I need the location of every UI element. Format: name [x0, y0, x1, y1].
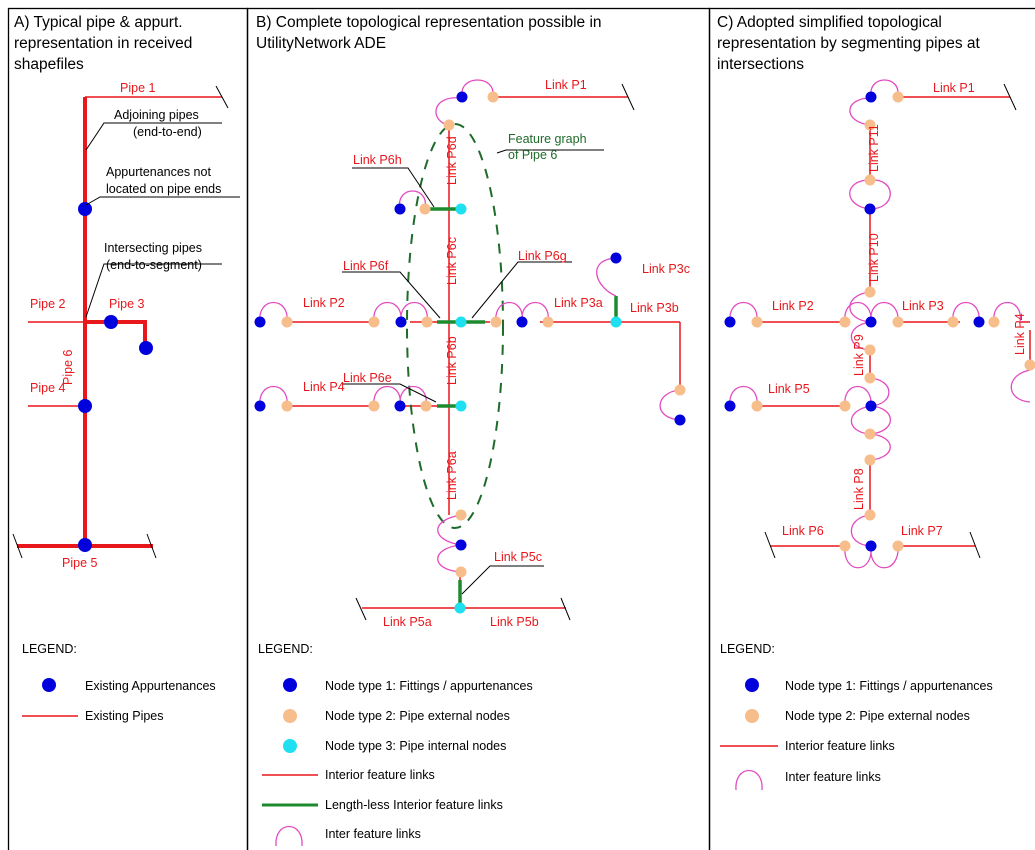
c-link-p10-label: Link P10 — [867, 233, 881, 282]
link-p6b-label: Link P6b — [445, 336, 459, 385]
panel-b-pipe-ticks — [355, 83, 635, 621]
legend-a-appurtenance-swatch — [42, 678, 56, 692]
link-p2-label: Link P2 — [303, 296, 345, 310]
link-p4-label: Link P4 — [303, 380, 345, 394]
legend-b-node-type2-swatch — [283, 709, 297, 723]
c-link-p2-label: Link P2 — [772, 299, 814, 313]
panel-a-pipe-ticks — [12, 85, 229, 559]
panel-a-callouts — [85, 122, 240, 318]
legend-b-node-type3-swatch — [283, 739, 297, 753]
link-p6c-label: Link P6c — [445, 237, 459, 285]
panel-a-pipes — [17, 96, 222, 548]
panel-a-appurtenances — [78, 202, 153, 552]
link-p3b-label: Link P3b — [630, 301, 679, 315]
legend-c-inter-swatch — [735, 769, 763, 791]
panel-b-inter-links — [259, 79, 681, 573]
panel-b: B) Complete topological representation p… — [254, 14, 690, 847]
panel-c-nodes — [724, 91, 1035, 552]
legend-b-inter: Inter feature links — [325, 827, 421, 841]
c-link-p4-label: Link P4 — [1013, 313, 1027, 355]
panel-b-title-line2: UtilityNetwork ADE — [256, 35, 386, 52]
link-p6e-label: Link P6e — [343, 371, 392, 385]
link-p6g-label: Link P6g — [518, 249, 567, 263]
link-p1-label: Link P1 — [545, 78, 587, 92]
appurt-label-1: Appurtenances not — [106, 165, 211, 179]
legend-b-lengthless: Length-less Interior feature links — [325, 798, 503, 812]
legend-c-node-type2: Node type 2: Pipe external nodes — [785, 709, 970, 723]
panel-a-title-line3: shapefiles — [14, 56, 84, 73]
panel-b-nodes — [254, 91, 686, 614]
panel-b-legend-heading: LEGEND: — [258, 642, 313, 656]
legend-b-node-type2: Node type 2: Pipe external nodes — [325, 709, 510, 723]
legend-c-interior: Interior feature links — [785, 739, 895, 753]
link-p5a-label: Link P5a — [383, 615, 432, 629]
pipe-1-label: Pipe 1 — [120, 81, 155, 95]
link-p5b-label: Link P5b — [490, 615, 539, 629]
panel-b-interior-links — [287, 96, 681, 609]
c-link-p9-label: Link P9 — [852, 334, 866, 376]
legend-b-node-type3: Node type 3: Pipe internal nodes — [325, 739, 506, 753]
adjoining-label-1: Adjoining pipes — [114, 108, 199, 122]
appurt-label-2: located on pipe ends — [106, 182, 221, 196]
c-link-p6-label: Link P6 — [782, 524, 824, 538]
panel-borders — [7, 7, 1035, 850]
panel-b-title-line1: B) Complete topological representation p… — [256, 14, 602, 31]
link-p6d-label: Link P6d — [445, 136, 459, 185]
panel-c-pipe-ticks — [764, 83, 1017, 559]
legend-c-node-type1-swatch — [745, 678, 759, 692]
panel-c-title-line1: C) Adopted simplified topological — [717, 14, 942, 31]
panel-a-title-line2: representation in received — [14, 35, 192, 52]
c-link-p3-label: Link P3 — [902, 299, 944, 313]
panel-c-legend-heading: LEGEND: — [720, 642, 775, 656]
feature-graph-label-2: of Pipe 6 — [508, 148, 557, 162]
panel-c-title-line2: representation by segmenting pipes at — [717, 35, 980, 52]
link-p6f-label: Link P6f — [343, 259, 389, 273]
panel-a-legend-heading: LEGEND: — [22, 642, 77, 656]
panel-a-title-line1: A) Typical pipe & appurt. — [14, 14, 183, 31]
panel-c-inter-links — [729, 79, 1031, 569]
legend-b-node-type1-swatch — [283, 678, 297, 692]
panel-b-callouts — [342, 149, 604, 595]
pipe-3-label: Pipe 3 — [109, 297, 144, 311]
adjoining-label-2: (end-to-end) — [133, 125, 202, 139]
c-link-p7-label: Link P7 — [901, 524, 943, 538]
pipe-6-label: Pipe 6 — [61, 350, 75, 385]
c-link-p5-label: Link P5 — [768, 382, 810, 396]
c-link-p11-label: Link P11 — [867, 124, 881, 172]
legend-c-inter: Inter feature links — [785, 770, 881, 784]
feature-graph-label-1: Feature graph — [508, 132, 587, 146]
c-link-p1-label: Link P1 — [933, 81, 975, 95]
intersecting-label-2: (end-to-segment) — [106, 258, 202, 272]
pipe-5-label: Pipe 5 — [62, 556, 97, 570]
link-p3c-label: Link P3c — [642, 262, 690, 276]
c-link-p8-label: Link P8 — [852, 468, 866, 510]
intersecting-label-1: Intersecting pipes — [104, 241, 202, 255]
legend-b-node-type1: Node type 1: Fittings / appurtenances — [325, 679, 533, 693]
link-p6h-label: Link P6h — [353, 153, 402, 167]
legend-a-pipes: Existing Pipes — [85, 709, 164, 723]
pipe-2-label: Pipe 2 — [30, 297, 65, 311]
legend-b-interior: Interior feature links — [325, 768, 435, 782]
feature-graph-ellipse — [406, 123, 504, 529]
panel-a: A) Typical pipe & appurt. representation… — [12, 14, 240, 723]
link-p6a-label: Link P6a — [445, 451, 459, 500]
panel-c-title-line3: intersections — [717, 56, 804, 73]
link-p3a-label: Link P3a — [554, 296, 603, 310]
link-p5c-label: Link P5c — [494, 550, 542, 564]
legend-a-appurtenance: Existing Appurtenances — [85, 679, 216, 693]
legend-b-inter-swatch — [275, 825, 303, 847]
pipe-4-label: Pipe 4 — [30, 381, 65, 395]
panel-c: C) Adopted simplified topological repres… — [717, 14, 1035, 791]
legend-c-node-type2-swatch — [745, 709, 759, 723]
legend-c-node-type1: Node type 1: Fittings / appurtenances — [785, 679, 993, 693]
